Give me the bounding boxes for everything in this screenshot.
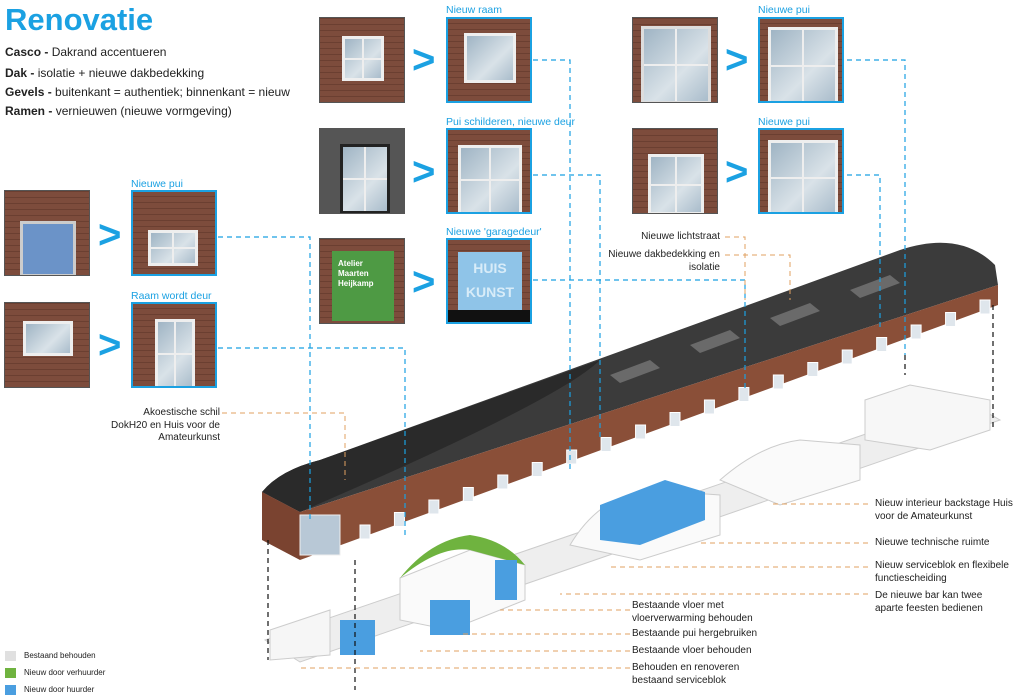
legend-swatch-existing	[5, 650, 16, 661]
drop-lines	[267, 305, 994, 690]
facade-window	[703, 399, 715, 415]
label-serviceblok: Nieuw serviceblok en flexibele functiesc…	[875, 560, 1009, 584]
arrow-chevron-icon: >	[725, 150, 749, 194]
label-vloer-behouden: Bestaande vloer behouden	[632, 645, 752, 656]
facade-window	[841, 349, 853, 365]
label-pui-hergebruiken: Bestaande pui hergebruiken	[632, 628, 758, 639]
end-facade	[262, 492, 300, 560]
photo-after-2	[131, 302, 217, 388]
legend-swatch-landlord	[5, 667, 16, 678]
front-facade	[300, 285, 998, 560]
green-door-sign: Atelier Maarten Heijkamp	[332, 251, 394, 321]
spec-ramen: Ramen - vernieuwen (nieuwe vormgeving)	[5, 104, 232, 118]
arrow-chevron-icon: >	[412, 260, 436, 304]
label-bestaand-serviceblok: Behouden en renoveren bestaand servicebl…	[632, 662, 740, 686]
facade-window	[531, 462, 543, 477]
facade-window	[669, 412, 681, 427]
facade-window	[428, 499, 440, 515]
facade-window	[600, 437, 612, 452]
blue-block-bar	[430, 600, 470, 635]
photo-before-3	[319, 17, 405, 103]
facade-window	[772, 374, 784, 390]
photo-after-5: HUIS KUNST	[446, 238, 532, 324]
blue-block-left	[340, 620, 375, 655]
page-title: Renovatie	[5, 2, 154, 37]
spec-dak: Dak - isolatie + nieuwe dakbedekking	[5, 66, 205, 80]
photo-after-1	[131, 190, 217, 276]
photo-before-5: Atelier Maarten Heijkamp	[319, 238, 405, 324]
green-shell	[400, 535, 525, 578]
photo-after-3	[446, 17, 532, 103]
legend-item: Nieuw door huurder	[5, 681, 105, 698]
arrow-chevron-icon: >	[725, 38, 749, 82]
photo-before-4	[319, 128, 405, 214]
photo-before-7	[632, 128, 718, 214]
photo-before-2	[4, 302, 90, 388]
photo-before-1	[4, 190, 90, 276]
facade-window	[979, 299, 991, 315]
skylights	[610, 275, 900, 383]
label-technische-ruimte: Nieuwe technische ruimte	[875, 537, 990, 548]
label-dakbedekking: Nieuwe dakbedekking en isolatie	[608, 249, 720, 273]
end-entrance	[299, 514, 341, 556]
label-akoestische-schil: Akoestische schil DokH20 en Huis voor de…	[111, 407, 220, 443]
blue-backstage	[600, 480, 705, 545]
label-bar: De nieuwe bar kan twee aparte feesten be…	[875, 590, 983, 614]
arrow-chevron-icon: >	[412, 150, 436, 194]
label-lichtstraat: Nieuwe lichtstraat	[641, 231, 720, 242]
label-vloer-verwarming: Bestaande vloer met vloerverwarming beho…	[632, 600, 753, 624]
facade-window	[462, 487, 474, 502]
caption-nieuwe-pui-1: Nieuwe pui	[131, 178, 183, 190]
caption-pui-schilderen: Pui schilderen, nieuwe deur	[446, 116, 575, 128]
photo-after-7	[758, 128, 844, 214]
spec-casco: Casco - Dakrand accentueren	[5, 45, 167, 59]
label-interieur-backstage: Nieuw interieur backstage Huis voor de A…	[875, 498, 1013, 522]
photo-after-6	[758, 17, 844, 103]
spec-gevels: Gevels - buitenkant = authentiek; binnen…	[5, 85, 290, 99]
white-block-end	[864, 384, 991, 451]
caption-nieuwe-garagedeur: Nieuwe 'garagedeur'	[446, 226, 542, 238]
caption-raam-wordt-deur: Raam wordt deur	[131, 290, 212, 302]
caption-nieuwe-pui-2: Nieuwe pui	[758, 4, 810, 16]
existing-walls	[269, 609, 331, 661]
arrow-chevron-icon: >	[98, 323, 122, 367]
facade-window	[807, 362, 819, 377]
caption-nieuwe-pui-3: Nieuwe pui	[758, 116, 810, 128]
legend-item: Bestaand behouden	[5, 647, 105, 664]
garage-door-text: HUIS KUNST	[458, 252, 522, 312]
facade-window	[635, 424, 647, 440]
legend: Bestaand behouden Nieuw door verhuurder …	[5, 647, 105, 698]
label-leaders	[222, 236, 868, 669]
arrow-chevron-icon: >	[98, 213, 122, 257]
facade-window	[738, 387, 750, 402]
blue-block-service	[495, 560, 517, 600]
facade-window	[910, 324, 922, 340]
facade-window	[359, 524, 371, 540]
facade-window	[566, 449, 578, 465]
facade-window	[497, 474, 509, 490]
facade-window	[876, 337, 888, 352]
arrow-chevron-icon: >	[412, 38, 436, 82]
legend-item: Nieuw door verhuurder	[5, 664, 105, 681]
photo-before-6	[632, 17, 718, 103]
white-shell-right	[719, 439, 861, 506]
facade-window	[945, 312, 957, 327]
facade-window	[393, 512, 405, 527]
legend-swatch-tenant	[5, 684, 16, 695]
photo-after-4	[446, 128, 532, 214]
caption-nieuw-raam: Nieuw raam	[446, 4, 503, 16]
